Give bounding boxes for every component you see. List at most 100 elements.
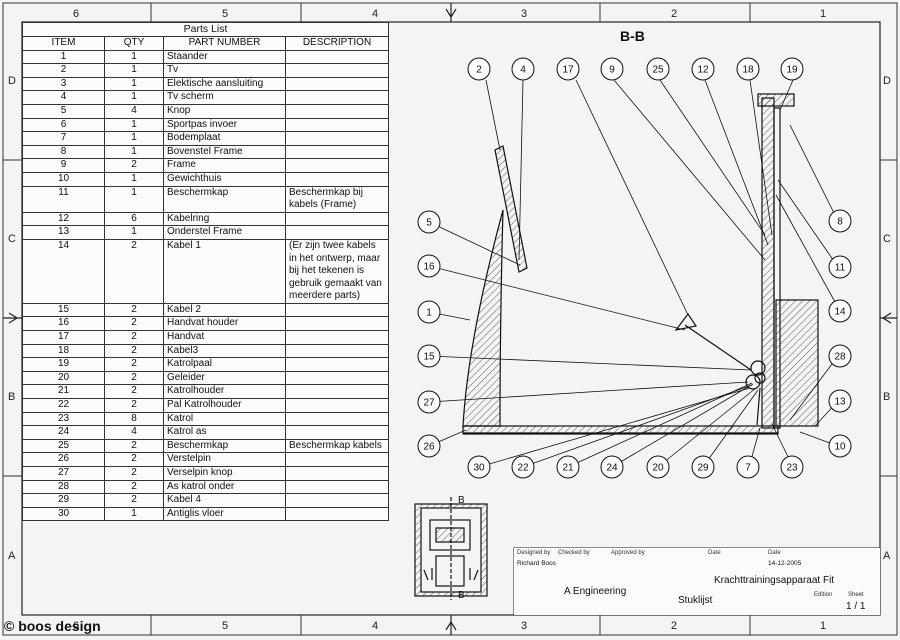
parts-list-header-row: ITEM QTY PART NUMBER DESCRIPTION	[22, 36, 389, 51]
balloon-20	[646, 455, 670, 479]
cell-part-number: Onderstel Frame	[163, 225, 286, 240]
cell-qty: 1	[104, 90, 164, 105]
header-part-number: PART NUMBER	[163, 36, 286, 51]
cell-item: 8	[22, 144, 105, 160]
balloon-label-13: 13	[834, 397, 846, 408]
balloon-10	[828, 434, 852, 458]
cell-qty: 1	[104, 131, 164, 146]
cell-part-number: Knop	[163, 103, 286, 119]
drawing-title: Krachttrainingsapparaat Fit	[714, 575, 835, 586]
cell-description	[285, 357, 389, 372]
zone-bottom-2: 2	[671, 620, 678, 632]
cell-qty: 2	[104, 330, 164, 345]
balloon-label-17: 17	[562, 65, 574, 76]
balloon-label-4: 4	[520, 65, 526, 76]
cell-description	[285, 171, 389, 187]
cell-description	[285, 493, 389, 508]
cell-part-number: Kabelring	[163, 211, 286, 227]
zone-bottom-3: 3	[521, 620, 528, 632]
cell-description	[285, 316, 389, 332]
cell-qty: 2	[104, 493, 164, 508]
balloon-label-23: 23	[786, 463, 798, 474]
cell-description	[285, 384, 389, 400]
cell-qty: 2	[104, 398, 164, 413]
cell-part-number: Kabel 4	[163, 493, 286, 508]
cell-item: 13	[22, 225, 105, 240]
date-label-1: Date	[708, 550, 721, 556]
cell-description	[285, 506, 389, 522]
balloon-label-22: 22	[517, 463, 529, 474]
cell-description	[285, 398, 389, 413]
date-label-2: Date	[768, 550, 781, 556]
cell-qty: 1	[104, 49, 164, 65]
cell-item: 16	[22, 316, 105, 332]
balloon-label-10: 10	[834, 442, 846, 453]
cell-description: (Er zijn twee kabels in het ontwerp, maa…	[285, 238, 389, 304]
cell-qty: 2	[104, 238, 164, 304]
balloon-30	[467, 455, 491, 479]
cell-item: 30	[22, 506, 105, 522]
cell-qty: 1	[104, 76, 164, 92]
cell-part-number: Antiglis vloer	[163, 506, 286, 522]
cell-qty: 4	[104, 103, 164, 119]
cell-qty: 1	[104, 225, 164, 240]
zone-right-d: D	[883, 75, 891, 87]
cell-item: 7	[22, 131, 105, 146]
balloon-8	[828, 209, 852, 233]
cell-qty: 2	[104, 479, 164, 495]
balloon-label-24: 24	[606, 463, 618, 474]
cell-part-number: Katrol	[163, 411, 286, 427]
cell-part-number: Gewichthuis	[163, 171, 286, 187]
zone-bottom-4: 4	[372, 620, 379, 632]
zone-right-b: B	[883, 391, 891, 403]
cell-part-number: Katrol as	[163, 425, 286, 440]
cell-item: 18	[22, 343, 105, 359]
approved-by-label: Approved by	[611, 550, 645, 556]
cell-part-number: Tv	[163, 63, 286, 78]
cell-item: 4	[22, 90, 105, 105]
zone-left-d: D	[8, 75, 16, 87]
balloon-label-30: 30	[473, 463, 485, 474]
cell-item: 28	[22, 479, 105, 495]
balloon-26	[417, 434, 441, 458]
sheet-value: 1 / 1	[846, 601, 866, 612]
cell-qty: 2	[104, 343, 164, 359]
inset-view	[414, 497, 488, 600]
cell-qty: 2	[104, 452, 164, 467]
balloon-4	[511, 57, 535, 81]
cell-item: 27	[22, 466, 105, 481]
balloon-13	[828, 389, 852, 413]
cell-qty: 1	[104, 117, 164, 133]
cell-description	[285, 90, 389, 105]
cell-part-number: Staander	[163, 49, 286, 65]
balloon-1	[417, 300, 441, 324]
cell-part-number: Frame	[163, 158, 286, 173]
header-description: DESCRIPTION	[285, 36, 389, 51]
cell-qty: 2	[104, 384, 164, 400]
cell-qty: 2	[104, 316, 164, 332]
balloon-label-5: 5	[426, 218, 432, 229]
cell-part-number: Sportpas invoer	[163, 117, 286, 133]
zone-top-2: 2	[671, 8, 678, 20]
cell-part-number: Geleider	[163, 370, 286, 386]
zone-left-a: A	[8, 550, 16, 562]
cell-item: 21	[22, 384, 105, 400]
cell-description	[285, 225, 389, 240]
balloon-23	[780, 455, 804, 479]
cell-part-number: Verselpin knop	[163, 466, 286, 481]
cell-description	[285, 131, 389, 146]
